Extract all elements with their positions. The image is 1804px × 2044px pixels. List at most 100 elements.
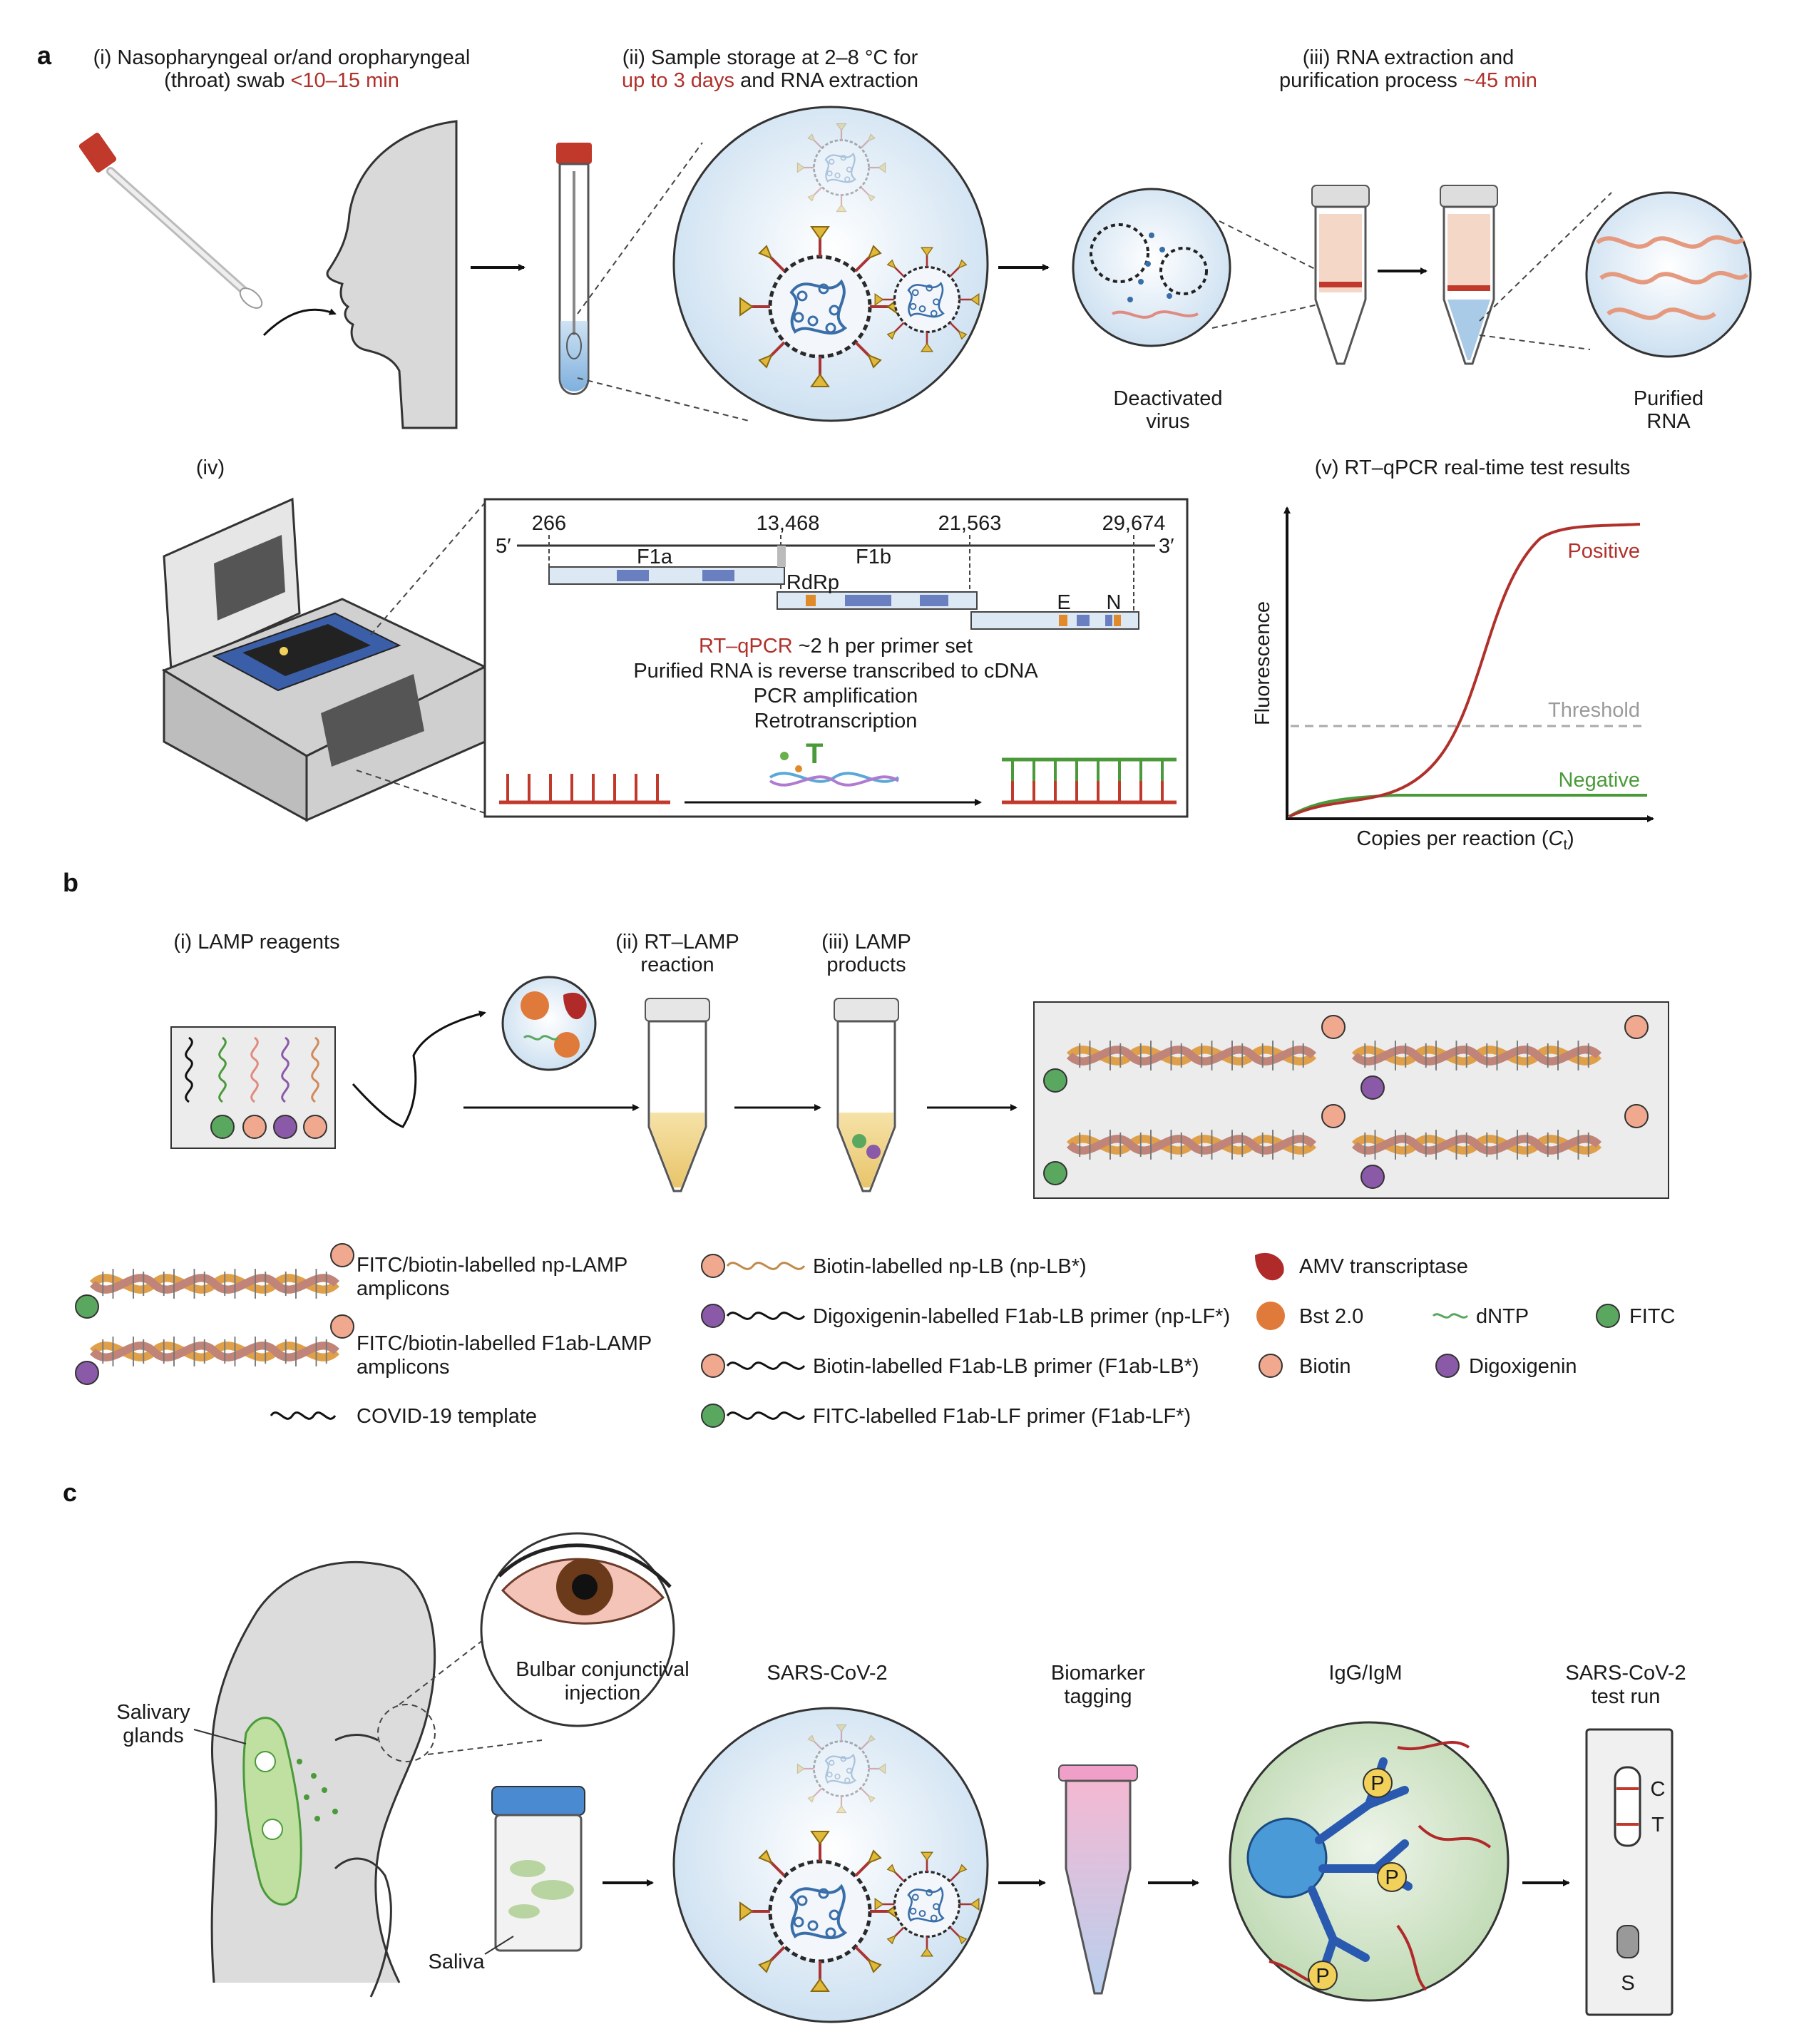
pcr-machine — [161, 497, 488, 822]
gene-n: N — [1107, 591, 1122, 614]
glands-label-2: glands — [123, 1724, 183, 1747]
gene-f1a: F1a — [637, 546, 673, 568]
lamp-reagents-box — [170, 1026, 336, 1149]
head-profile — [326, 120, 458, 429]
step-i-subtitle: (throat) swab <10–15 min — [164, 69, 399, 92]
method-name: RT–qPCR — [699, 635, 793, 658]
positive-curve — [1288, 523, 1641, 818]
antibody-label: IgG/IgM — [1328, 1662, 1402, 1685]
step-iv-label: (iv) — [196, 456, 225, 479]
extraction-tube-1 — [1311, 185, 1370, 365]
enzyme-bubble — [501, 976, 597, 1071]
x-axis-label-var: C — [1549, 827, 1564, 850]
test-label-2: test run — [1592, 1685, 1661, 1708]
panel-b-letter: b — [63, 868, 78, 897]
method-line-3: Retrotranscription — [754, 710, 918, 732]
svg-text:T: T — [806, 738, 823, 770]
test-strip — [1585, 1728, 1674, 2016]
legend-np-amplicons-1: FITC/biotin-labelled np-LAMP — [357, 1254, 627, 1277]
x-axis-label-text: Copies per reaction ( — [1356, 827, 1549, 850]
threshold-label: Threshold — [1548, 699, 1640, 722]
strip-t-label: T — [1651, 1814, 1664, 1836]
lamp-step-ii-1: (ii) RT–LAMP — [615, 931, 739, 954]
step-i-subtitle-text: (throat) swab — [164, 69, 285, 92]
purified-label-2: RNA — [1646, 410, 1691, 433]
positive-label: Positive — [1567, 540, 1640, 563]
legend-dntp: dNTP — [1476, 1305, 1529, 1328]
test-label-1: SARS-CoV-2 — [1565, 1662, 1686, 1685]
method-line-1: Purified RNA is reverse transcribed to c… — [633, 660, 1038, 683]
gene-rdrp: RdRp — [786, 571, 839, 594]
genome-box — [483, 498, 1189, 818]
genome-pos-2: 13,468 — [757, 512, 820, 535]
antibody-marker-1: P — [1363, 1768, 1393, 1798]
step-ii-time: up to 3 days — [622, 69, 734, 92]
y-axis-label: Fluorescence — [1251, 601, 1274, 725]
virus-label-c: SARS-CoV-2 — [767, 1662, 887, 1685]
svg-text:P: P — [1316, 1965, 1329, 1988]
antibody-marker-3: P — [1308, 1961, 1338, 1991]
legend-bst: Bst 2.0 — [1299, 1305, 1363, 1328]
panel-a-letter: a — [37, 41, 52, 70]
gene-e: E — [1057, 591, 1070, 614]
three-prime-label: 3′ — [1159, 535, 1174, 558]
deactivated-label-1: Deactivated — [1113, 387, 1222, 410]
legend-digoxigenin: Digoxigenin — [1469, 1355, 1577, 1378]
x-axis-label-close: ) — [1567, 827, 1574, 850]
lamp-legend — [75, 1243, 1620, 1428]
legend-amv: AMV transcriptase — [1299, 1255, 1468, 1278]
extraction-tube-2 — [1440, 185, 1498, 365]
rna-to-dna-illustration: T — [499, 738, 1177, 806]
deactivated-label-2: virus — [1146, 410, 1189, 433]
legend-dig-primer: Digoxigenin-labelled F1ab-LB primer (np-… — [813, 1305, 1230, 1328]
rt-lamp-tube — [645, 998, 710, 1192]
virus-bubble-c — [672, 1707, 989, 2023]
lamp-step-iii-2: products — [826, 954, 906, 976]
legend-np-lb: Biotin-labelled np-LB (np-LB*) — [813, 1255, 1087, 1278]
lamp-step-ii-2: reaction — [640, 954, 714, 976]
svg-text:P: P — [1370, 1772, 1384, 1795]
lamp-step-i: (i) LAMP reagents — [173, 931, 339, 954]
genome-pos-1: 266 — [532, 512, 566, 535]
antibody-marker-2: P — [1377, 1862, 1407, 1892]
legend-biotin: Biotin — [1299, 1355, 1351, 1378]
tagging-label-1: Biomarker — [1051, 1662, 1145, 1685]
negative-label: Negative — [1559, 769, 1640, 792]
purified-rna-bubble — [1585, 191, 1752, 358]
sample-tube — [556, 143, 592, 395]
strip-c-label: C — [1651, 1778, 1666, 1801]
rt-qpcr-plot — [1283, 506, 1654, 822]
tagging-tube — [1058, 1764, 1138, 1995]
deactivated-virus-bubble — [1072, 188, 1231, 347]
lamp-products-tube — [834, 998, 899, 1192]
step-iii-subtitle: purification process ~45 min — [1279, 69, 1537, 92]
step-ii-subtitle: up to 3 days and RNA extraction — [622, 69, 918, 92]
step-v-title: (v) RT–qPCR real-time test results — [1315, 456, 1631, 479]
genome-pos-4: 29,674 — [1102, 512, 1166, 535]
gene-f1b: F1b — [856, 546, 891, 568]
lamp-step-iii-1: (iii) LAMP — [821, 931, 911, 954]
five-prime-label: 5′ — [496, 535, 511, 558]
virus-bubble-a — [672, 106, 989, 422]
saliva-label: Saliva — [429, 1951, 486, 1973]
step-ii-title: (ii) Sample storage at 2–8 °C for — [622, 46, 918, 69]
glands-label-1: Salivary — [116, 1701, 190, 1724]
x-axis-label-sub: t — [1563, 837, 1567, 853]
swab-illustration — [78, 133, 337, 337]
genome-bars — [548, 535, 1139, 630]
x-axis-label: Copies per reaction (Ct) — [1356, 827, 1574, 853]
eye-label-1: Bulbar conjunctival — [516, 1658, 689, 1681]
step-ii-subtitle-text: and RNA extraction — [740, 69, 918, 92]
legend-fitc: FITC — [1629, 1305, 1675, 1328]
purified-label-1: Purified — [1634, 387, 1703, 410]
method-title: RT–qPCR ~2 h per primer set — [699, 635, 973, 658]
step-iii-subtitle-text: purification process — [1279, 69, 1457, 92]
genome-pos-3: 21,563 — [938, 512, 1002, 535]
method-line-2: PCR amplification — [754, 685, 918, 707]
panel-c-letter: c — [63, 1478, 77, 1507]
method-duration: ~2 h per primer set — [799, 635, 973, 658]
legend-f1ab-amplicons-2: amplicons — [357, 1356, 450, 1379]
strip-s-label: S — [1621, 1972, 1634, 1995]
legend-template: COVID-19 template — [357, 1405, 537, 1428]
